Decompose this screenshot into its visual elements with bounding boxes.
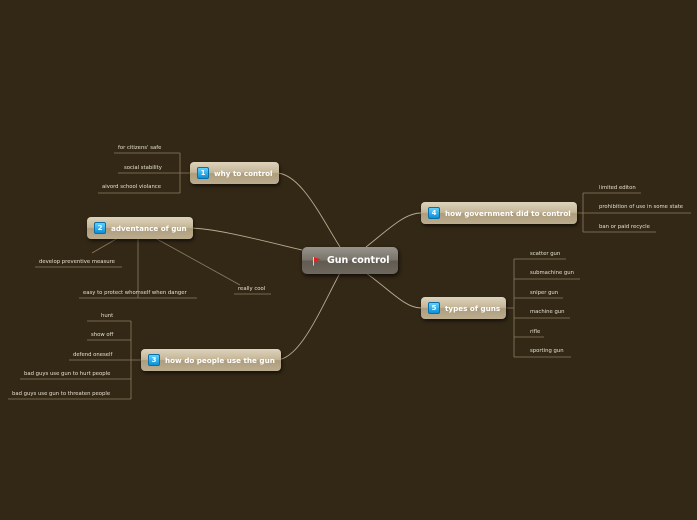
leaf-submachine-gun[interactable]: submachine gun: [530, 270, 575, 276]
leaf-threaten-people[interactable]: bad guys use gun to threaten people: [12, 391, 111, 397]
connector-adv: [187, 227, 303, 251]
number-5-icon: 5: [428, 302, 440, 314]
leaf-easy-to-protect[interactable]: easy to protect whomself when danger: [83, 290, 187, 296]
leaf-really-cool[interactable]: really cool: [238, 286, 266, 292]
leaf-defend-oneself[interactable]: defend oneself: [73, 352, 113, 358]
flag-icon: [313, 256, 321, 265]
connector-types: [365, 272, 422, 309]
topic-label: adventance of gun: [111, 223, 187, 233]
leaf-preventive-measure[interactable]: develop preventive measure: [39, 259, 115, 265]
connector-how: [275, 272, 341, 361]
leaf-prohibition[interactable]: prohibition of use in some state: [599, 204, 684, 210]
leaf-social-stability[interactable]: social stability: [124, 165, 162, 171]
topic-label: why to control: [214, 168, 273, 178]
leaf-citizens-safe[interactable]: for citizens' safe: [118, 145, 162, 151]
leaf-limited-editon[interactable]: limited editon: [599, 185, 636, 191]
leaf-machine-gun[interactable]: machine gun: [530, 309, 565, 315]
number-3-icon: 3: [148, 354, 160, 366]
topic-why-to-control[interactable]: 1 why to control: [190, 162, 279, 184]
leaf-school-violance[interactable]: aivord school violance: [102, 184, 161, 190]
leaf-show-off[interactable]: show off: [91, 332, 114, 338]
topic-advantance-of-gun[interactable]: 2 adventance of gun: [87, 217, 193, 239]
leaf-scatter-gun[interactable]: scatter gun: [530, 251, 561, 257]
number-2-icon: 2: [94, 222, 106, 234]
central-topic-label: Gun control: [327, 255, 390, 266]
topic-types-of-guns[interactable]: 5 types of guns: [421, 297, 507, 319]
leaf-sniper-gun[interactable]: sniper gun: [530, 290, 559, 296]
leaf-hurt-people[interactable]: bad guys use gun to hurt people: [24, 371, 111, 377]
connector-why: [275, 172, 341, 248]
leaf-ban-recycle[interactable]: ban or paid recycle: [599, 224, 650, 230]
topic-label: how do people use the gun: [165, 355, 275, 365]
topic-label: types of guns: [445, 303, 501, 313]
leaf-rifle[interactable]: rifle: [530, 329, 541, 335]
leaf-sporting-gun[interactable]: sporting gun: [530, 348, 564, 354]
number-4-icon: 4: [428, 207, 440, 219]
topic-government-control[interactable]: 4 how government did to control: [421, 202, 577, 224]
topic-how-people-use-gun[interactable]: 3 how do people use the gun: [141, 349, 281, 371]
connector-gov: [365, 212, 422, 248]
central-topic[interactable]: Gun control: [302, 247, 398, 274]
topic-label: how government did to control: [445, 208, 571, 218]
leaf-hunt[interactable]: hunt: [101, 313, 114, 319]
number-1-icon: 1: [197, 167, 209, 179]
